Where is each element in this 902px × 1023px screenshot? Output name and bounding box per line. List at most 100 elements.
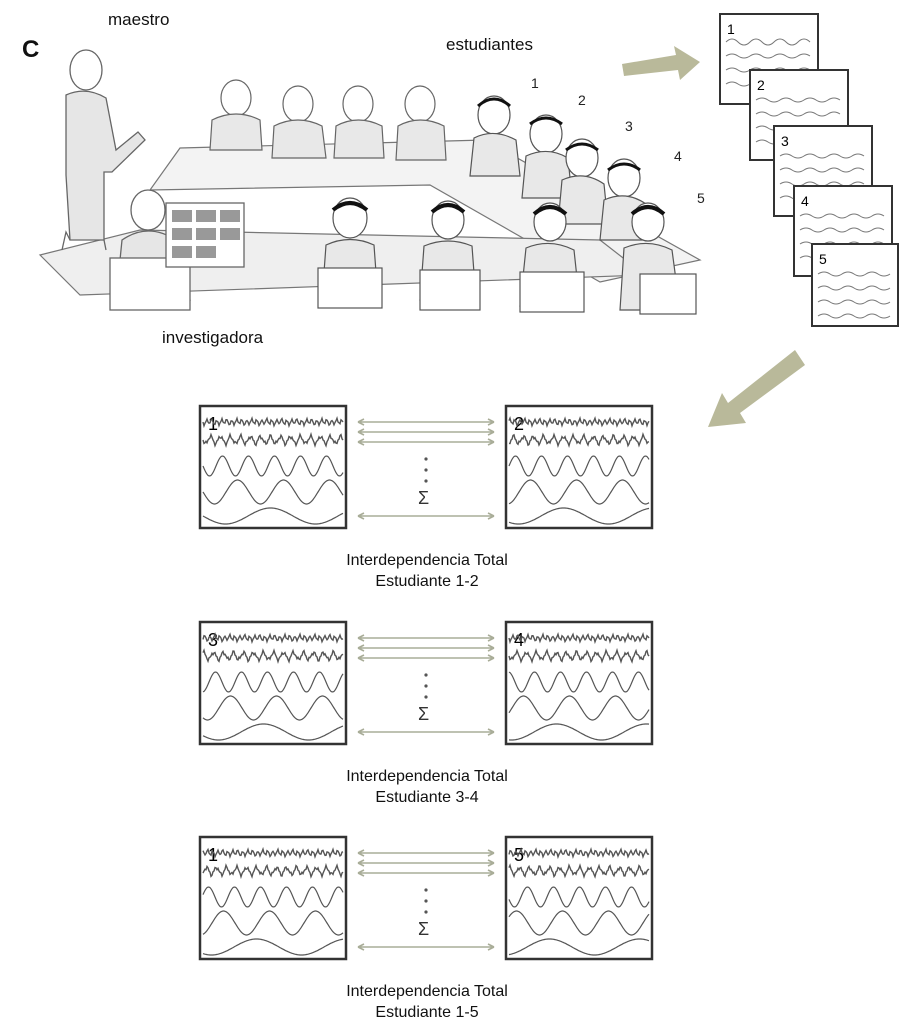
connector-arrow <box>357 438 495 446</box>
eeg-card-5: 5 <box>811 243 899 327</box>
eeg-wave-left-1 <box>202 631 344 645</box>
eeg-panel-left: 1 <box>198 835 348 961</box>
eeg-card-3-label: 3 <box>781 133 789 149</box>
caption-line-1: Interdependencia Total <box>346 768 508 785</box>
connector-arrow <box>357 512 495 520</box>
ellipsis-dot <box>424 673 428 677</box>
front-students <box>317 197 697 315</box>
arrow-to-eeg-stack <box>622 46 700 80</box>
connector-arrow <box>357 428 495 436</box>
eeg-panel-left-number: 1 <box>208 845 218 865</box>
teacher-figure <box>61 49 146 251</box>
eeg-wave-right-4 <box>508 695 650 721</box>
ellipsis-dot <box>424 888 428 892</box>
eeg-wave-right-1 <box>508 846 650 860</box>
panel-letter: C <box>22 36 40 63</box>
eeg-wave-right-5 <box>508 507 650 525</box>
eeg-wave-left-4 <box>202 695 344 721</box>
eeg-panel-left: 1 <box>198 404 348 530</box>
back-students <box>209 79 447 161</box>
sum-symbol: Σ <box>418 704 429 724</box>
eeg-wave-right-1 <box>508 415 650 429</box>
eeg-wave-right-1 <box>508 631 650 645</box>
eeg-panel-right: 4 <box>504 620 654 746</box>
eeg-panel-left-number: 1 <box>208 414 218 434</box>
arrow-to-pairs <box>708 350 805 427</box>
connector-arrow <box>357 943 495 951</box>
classroom-illustration <box>38 46 702 315</box>
eeg-wave-left-3 <box>202 886 344 908</box>
pair-1: 1 2Σ <box>198 404 654 530</box>
students-label: estudiantes <box>446 35 533 54</box>
eeg-wave-right-2 <box>508 647 650 665</box>
eeg-wave-right-5 <box>508 723 650 741</box>
eeg-wave-left-3 <box>202 455 344 477</box>
eeg-panel-right: 2 <box>504 404 654 530</box>
eeg-wave-left-1 <box>202 415 344 429</box>
ellipsis-dot <box>424 479 428 483</box>
sum-symbol: Σ <box>418 488 429 508</box>
eeg-panel-right-number: 4 <box>514 630 524 650</box>
student-number-1: 1 <box>531 75 539 91</box>
sum-symbol: Σ <box>418 919 429 939</box>
eeg-wave-left-2 <box>202 862 344 880</box>
eeg-wave-left-5 <box>202 507 344 525</box>
ellipsis-dot <box>424 695 428 699</box>
eeg-wave-right-5 <box>508 938 650 956</box>
connector-arrow <box>357 654 495 662</box>
ellipsis-dot <box>424 899 428 903</box>
eeg-panel-left: 3 <box>198 620 348 746</box>
eeg-wave-right-4 <box>508 910 650 936</box>
eeg-wave-right-4 <box>508 479 650 505</box>
eeg-wave-right-2 <box>508 432 650 449</box>
caption-line-2: Estudiante 1-5 <box>375 1004 479 1021</box>
eeg-wave-left-5 <box>202 723 344 741</box>
eeg-wave-left-4 <box>202 910 344 936</box>
eeg-card-1-label: 1 <box>727 21 735 37</box>
eeg-wave-left-2 <box>202 431 344 449</box>
eeg-card-2-label: 2 <box>757 77 765 93</box>
caption-line-1: Interdependencia Total <box>346 983 508 1000</box>
ellipsis-dot <box>424 910 428 914</box>
eeg-students <box>469 95 651 241</box>
ellipsis-dot <box>424 684 428 688</box>
eeg-wave-left-2 <box>202 648 344 664</box>
caption-line-1: Interdependencia Total <box>346 552 508 569</box>
ellipsis-dot <box>424 468 428 472</box>
eeg-wave-right-3 <box>508 671 650 693</box>
caption-line-2: Estudiante 1-2 <box>375 573 479 590</box>
caption-line-2: Estudiante 3-4 <box>375 789 479 806</box>
eeg-wave-left-5 <box>202 938 344 956</box>
student-number-5: 5 <box>697 190 705 206</box>
connector-arrow <box>357 849 495 857</box>
eeg-wave-right-3 <box>508 886 650 908</box>
researcher-figure <box>109 189 245 311</box>
teacher-label: maestro <box>108 10 170 29</box>
eeg-card-4-label: 4 <box>801 193 809 209</box>
eeg-panel-right: 5 <box>504 835 654 961</box>
connector-arrow <box>357 418 495 426</box>
student-number-3: 3 <box>625 118 633 134</box>
connector-arrow <box>357 869 495 877</box>
eeg-wave-left-4 <box>202 479 344 505</box>
eeg-wave-right-2 <box>508 863 650 879</box>
researcher-label: investigadora <box>162 328 264 347</box>
student-number-4: 4 <box>674 148 682 164</box>
connector-arrow <box>357 728 495 736</box>
student-number-2: 2 <box>578 92 586 108</box>
connector-arrow <box>357 859 495 867</box>
eeg-wave-right-3 <box>508 455 650 477</box>
eeg-wave-left-3 <box>202 671 344 693</box>
eeg-wave-left-1 <box>202 846 344 860</box>
connector-arrow <box>357 644 495 652</box>
pair-2: 3 4Σ <box>198 620 654 746</box>
eeg-card-5-label: 5 <box>819 251 827 267</box>
eeg-stack: 1 2 3 4 5 <box>719 13 899 327</box>
eeg-panel-right-number: 2 <box>514 414 524 434</box>
pair-3: 1 5Σ <box>198 835 654 961</box>
ellipsis-dot <box>424 457 428 461</box>
connector-arrow <box>357 634 495 642</box>
